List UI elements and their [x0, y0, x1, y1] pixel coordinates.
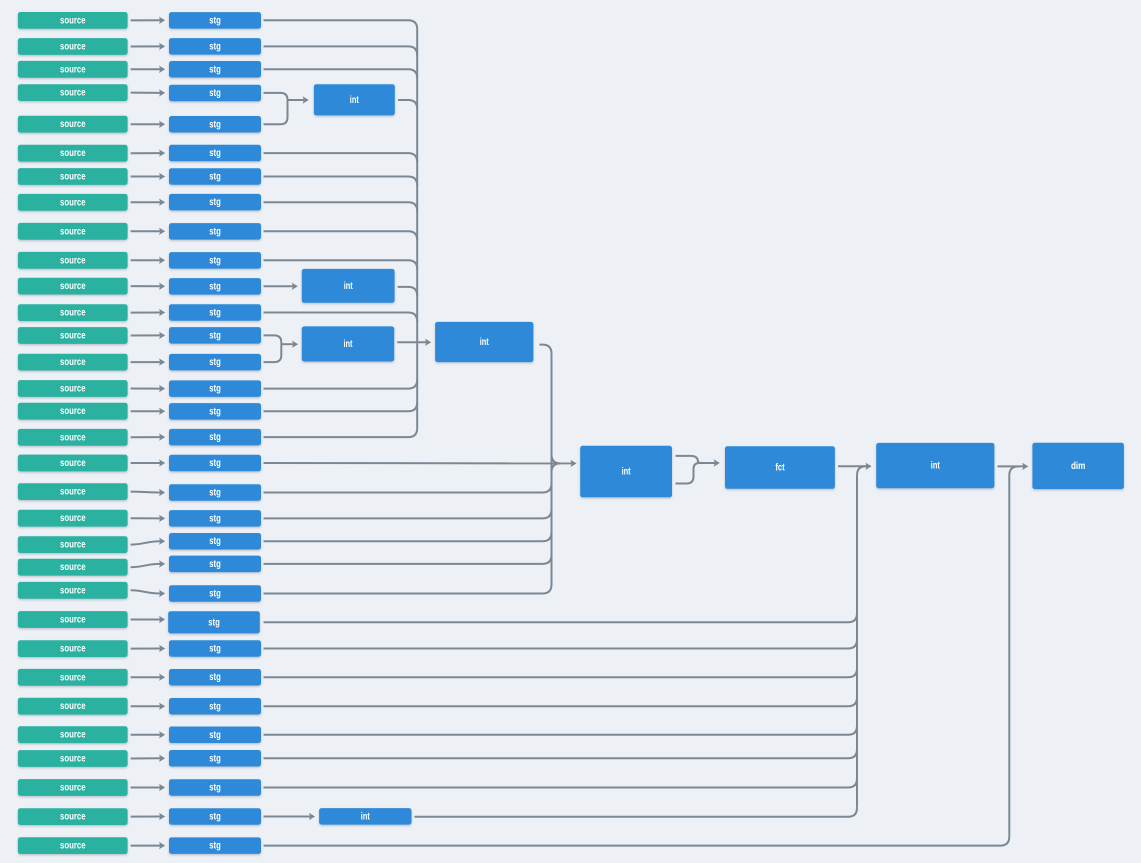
- svg-text:stg: stg: [209, 406, 221, 417]
- svg-text:stg: stg: [209, 172, 221, 183]
- svg-text:fct: fct: [775, 463, 785, 474]
- svg-text:stg: stg: [209, 841, 221, 852]
- svg-text:stg: stg: [209, 672, 221, 683]
- svg-text:source: source: [60, 540, 86, 551]
- svg-text:source: source: [60, 487, 86, 498]
- svg-text:stg: stg: [209, 644, 221, 655]
- svg-text:stg: stg: [209, 753, 221, 764]
- svg-text:stg: stg: [209, 148, 221, 159]
- svg-text:int: int: [344, 281, 353, 292]
- svg-text:source: source: [60, 406, 86, 417]
- svg-text:stg: stg: [209, 701, 221, 712]
- svg-text:source: source: [60, 172, 86, 183]
- svg-text:stg: stg: [209, 197, 221, 208]
- svg-text:dim: dim: [1071, 461, 1086, 472]
- svg-text:stg: stg: [209, 41, 221, 52]
- svg-text:source: source: [60, 119, 86, 130]
- svg-text:source: source: [60, 384, 86, 395]
- svg-text:stg: stg: [209, 330, 221, 341]
- svg-text:stg: stg: [209, 432, 221, 443]
- svg-text:stg: stg: [209, 488, 221, 499]
- svg-text:source: source: [60, 615, 86, 626]
- svg-text:source: source: [60, 562, 86, 573]
- svg-text:stg: stg: [209, 384, 221, 395]
- svg-text:source: source: [60, 255, 86, 266]
- svg-text:source: source: [60, 754, 86, 765]
- svg-text:source: source: [60, 432, 86, 443]
- svg-text:stg: stg: [209, 15, 221, 26]
- svg-text:int: int: [480, 337, 489, 348]
- svg-text:source: source: [60, 64, 86, 75]
- svg-text:stg: stg: [209, 308, 221, 319]
- svg-text:stg: stg: [209, 255, 221, 266]
- svg-text:source: source: [60, 513, 86, 524]
- svg-text:source: source: [60, 841, 86, 852]
- svg-text:source: source: [60, 812, 86, 823]
- svg-text:stg: stg: [209, 88, 221, 99]
- svg-text:stg: stg: [209, 536, 221, 547]
- svg-text:stg: stg: [209, 812, 221, 823]
- svg-text:stg: stg: [209, 119, 221, 130]
- svg-text:stg: stg: [209, 458, 221, 469]
- svg-text:source: source: [60, 88, 86, 99]
- svg-text:source: source: [60, 783, 86, 794]
- svg-text:stg: stg: [209, 513, 221, 524]
- svg-text:source: source: [60, 730, 86, 741]
- svg-text:source: source: [60, 644, 86, 655]
- svg-text:source: source: [60, 357, 86, 368]
- svg-text:int: int: [931, 461, 940, 472]
- svg-text:stg: stg: [209, 589, 221, 600]
- svg-text:stg: stg: [209, 64, 221, 75]
- svg-text:source: source: [60, 585, 86, 596]
- svg-text:stg: stg: [209, 730, 221, 741]
- svg-text:source: source: [60, 308, 86, 319]
- svg-text:int: int: [361, 811, 370, 822]
- svg-text:source: source: [60, 458, 86, 469]
- svg-text:int: int: [622, 467, 631, 478]
- svg-text:stg: stg: [209, 357, 221, 368]
- svg-text:source: source: [60, 42, 86, 53]
- svg-text:source: source: [60, 701, 86, 712]
- svg-text:stg: stg: [209, 783, 221, 794]
- svg-text:stg: stg: [209, 559, 221, 570]
- svg-text:int: int: [350, 95, 359, 106]
- svg-text:stg: stg: [208, 617, 220, 628]
- svg-text:stg: stg: [209, 226, 221, 237]
- svg-text:source: source: [60, 15, 86, 26]
- svg-text:source: source: [60, 197, 86, 208]
- svg-text:source: source: [60, 331, 86, 342]
- svg-text:source: source: [60, 672, 86, 683]
- svg-text:int: int: [344, 339, 353, 350]
- svg-text:stg: stg: [209, 281, 221, 292]
- svg-text:source: source: [60, 226, 86, 237]
- svg-text:source: source: [60, 281, 86, 292]
- svg-text:source: source: [60, 148, 86, 159]
